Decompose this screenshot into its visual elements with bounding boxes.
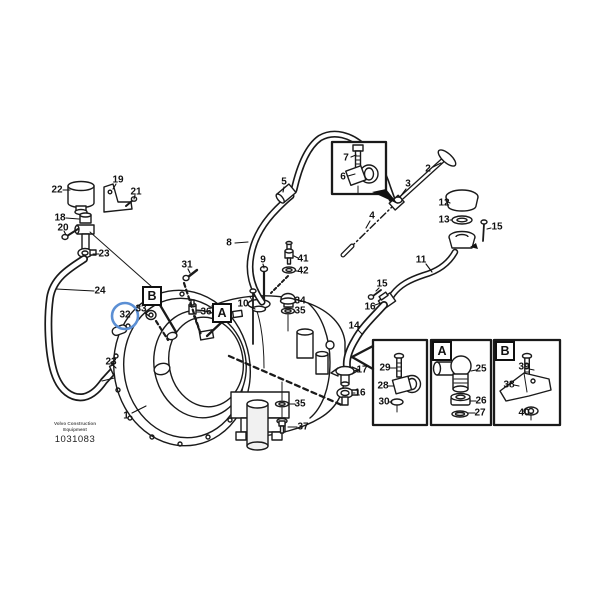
part-label-6: 6: [340, 171, 346, 183]
leader-line-20: [63, 230, 67, 236]
leader-line-7: [350, 154, 357, 158]
part-label-33: 33: [135, 303, 147, 315]
part-label-27: 27: [474, 407, 486, 419]
leader-line-9: [262, 263, 265, 269]
part-label-21: 21: [130, 186, 142, 198]
part-label-11: 11: [415, 254, 427, 266]
leader-line-12: [445, 200, 451, 204]
filler-assembly: [330, 189, 488, 406]
part-label-28: 28: [377, 380, 389, 392]
inset-clamp-detail: [330, 140, 398, 204]
part-label-14: 14: [348, 320, 360, 332]
leader-line-23: [112, 364, 117, 369]
part-label-4: 4: [369, 210, 375, 222]
leader-line-24: [55, 288, 95, 292]
leader-line-41: [293, 255, 299, 259]
part-label-37: 37: [297, 421, 309, 433]
leader-line-31: [187, 268, 191, 274]
part-label-12: 12: [438, 197, 450, 209]
leader-line-10: [248, 305, 256, 310]
part-label-30: 30: [378, 396, 390, 408]
part-label-23: 23: [105, 356, 117, 368]
annotation-layer: [55, 154, 535, 428]
boxed-label-a: A: [432, 341, 452, 361]
part-label-29: 29: [379, 362, 391, 374]
part-label-5: 5: [281, 176, 287, 188]
leader-line-38: [513, 384, 520, 387]
part-label-42: 42: [297, 265, 309, 277]
part-label-1: 1: [123, 410, 129, 422]
figure-number: 1031083: [54, 434, 96, 446]
part-label-26: 26: [475, 395, 487, 407]
part-label-35: 35: [294, 398, 306, 410]
leader-line-15: [486, 227, 492, 230]
part-label-39: 39: [518, 361, 530, 373]
leader-line-19: [112, 183, 117, 190]
part-label-7: 7: [343, 152, 349, 164]
part-label-24: 24: [94, 285, 106, 297]
part-label-23: 23: [98, 248, 110, 260]
part-label-22: 22: [51, 184, 63, 196]
fitting-17: [330, 365, 360, 387]
leader-line-16: [374, 302, 382, 306]
part-label-32: 32: [119, 309, 131, 321]
figure-footer: Volvo Construction Equipment 1031083: [40, 421, 110, 445]
part-label-2: 2: [425, 163, 431, 175]
bell-housing: [112, 289, 252, 447]
leader-line-5: [282, 186, 285, 193]
leader-line-8: [234, 241, 249, 244]
breather-assembly: [61, 180, 138, 259]
leader-line-33: [144, 312, 150, 317]
leader-line-6: [347, 173, 356, 177]
part-label-36: 36: [200, 306, 212, 318]
fitting-5: [275, 183, 297, 204]
leader-line-3: [399, 188, 407, 198]
part-label-15: 15: [376, 278, 388, 290]
part-label-38: 38: [503, 379, 515, 391]
part-label-17: 17: [356, 364, 368, 376]
leader-line-17: [353, 369, 358, 372]
leader-line-21: [133, 194, 136, 200]
part-label-9: 9: [260, 254, 266, 266]
inset-hose-clamp: [350, 338, 429, 427]
part-label-31: 31: [181, 259, 193, 271]
part-label-20: 20: [57, 222, 69, 234]
brand-text-line2: Equipment: [63, 426, 87, 432]
leader-line-4: [365, 220, 371, 229]
leader-line-2: [432, 162, 442, 168]
leader-line-14: [357, 329, 363, 335]
part-label-16: 16: [364, 301, 376, 313]
leader-line-18: [65, 217, 80, 220]
part-label-18: 18: [54, 212, 66, 224]
callout-leaders: [158, 303, 346, 408]
part-label-10: 10: [237, 298, 249, 310]
leader-line-25: [470, 369, 477, 372]
part-label-41: 41: [297, 253, 309, 265]
part-label-15: 15: [491, 221, 503, 233]
boxed-label-b: B: [495, 341, 515, 361]
part-label-13: 13: [438, 214, 450, 226]
part-label-35: 35: [294, 305, 306, 317]
small-fittings: [111, 240, 297, 434]
leader-line-1: [131, 405, 147, 414]
transmission-body: [198, 295, 346, 451]
part-label-34: 34: [294, 295, 306, 307]
leader-line-39: [528, 368, 535, 371]
part-label-8: 8: [226, 237, 232, 249]
part-label-19: 19: [112, 174, 124, 186]
part-label-3: 3: [405, 178, 411, 190]
highlight-circle: [110, 301, 140, 331]
leader-line-15: [375, 287, 380, 292]
brand-text-line1: Volvo Construction: [53, 421, 97, 426]
part-label-16: 16: [354, 387, 366, 399]
leader-line-11: [425, 263, 433, 273]
boxed-label-a: A: [212, 303, 232, 323]
part-label-25: 25: [475, 363, 487, 375]
boxed-label-b: B: [142, 286, 162, 306]
part-label-40: 40: [518, 407, 530, 419]
